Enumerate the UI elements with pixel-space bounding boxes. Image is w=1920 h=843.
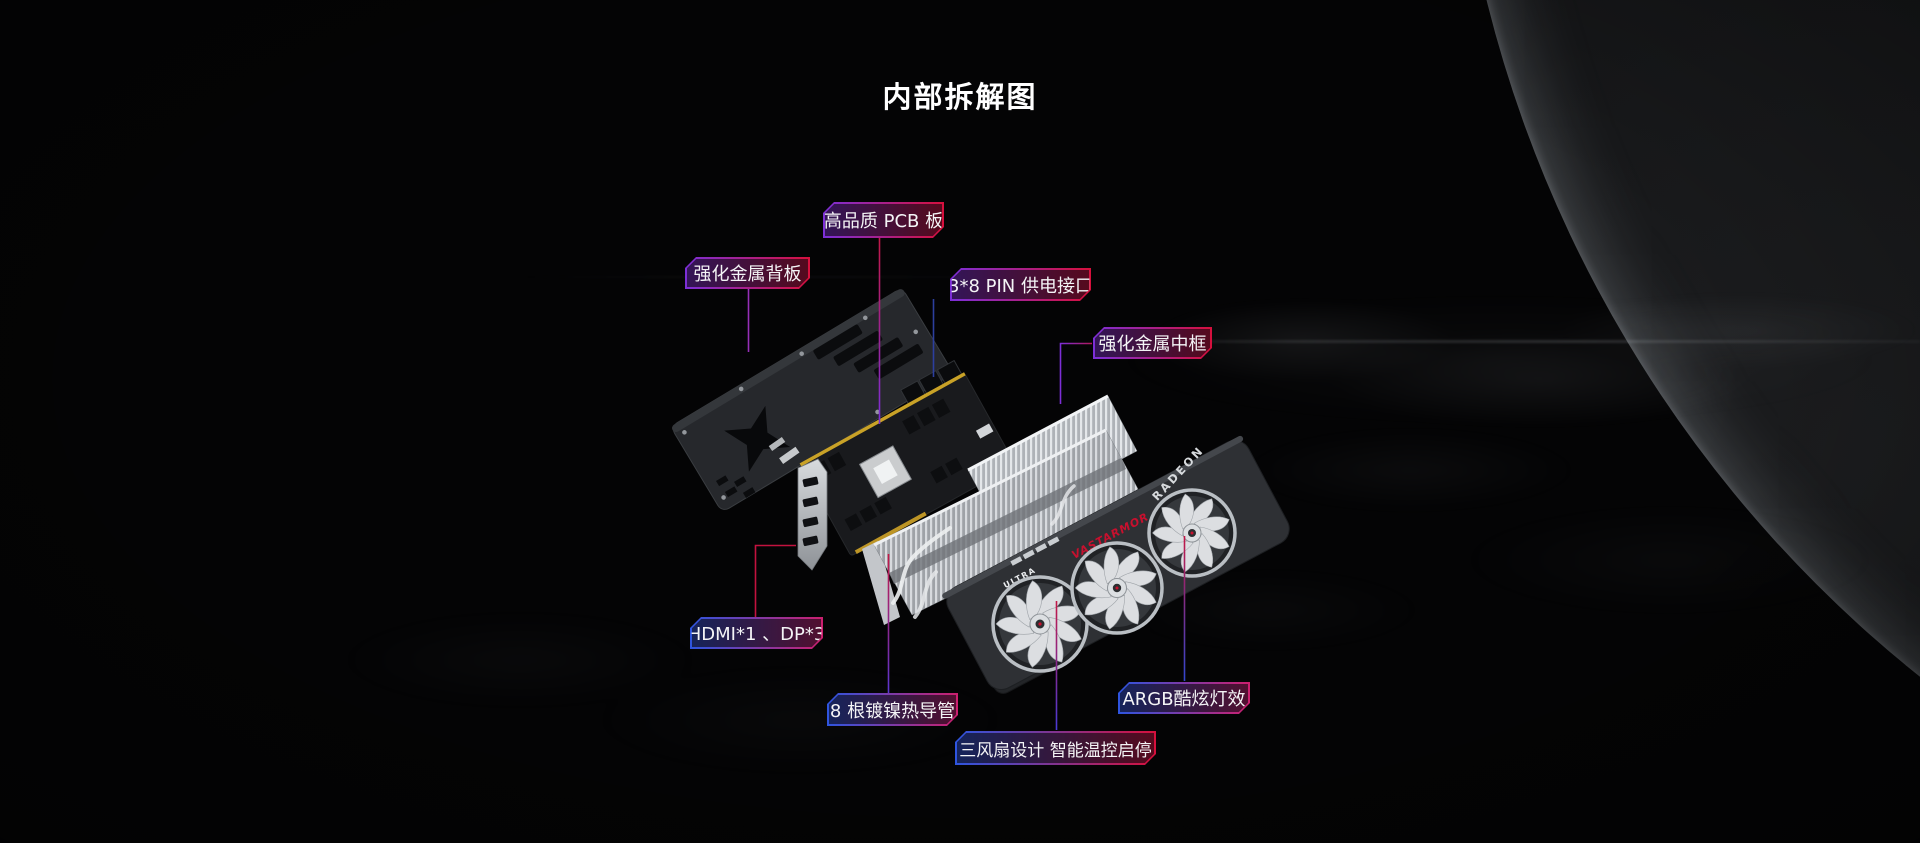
- heat-pipes-graphic: [891, 484, 1076, 619]
- callout-midframe-label: 强化金属中框: [1098, 334, 1207, 355]
- callout-hdmi: HDMI*1 、DP*3: [690, 617, 823, 649]
- callout-heatpipes: 8 根镀镍热导管: [827, 693, 958, 726]
- leader-midframe: [1059, 342, 1092, 404]
- callout-backplate: 强化金属背板: [685, 257, 810, 289]
- leader-hdmi: [754, 544, 796, 617]
- fan-right: [1147, 488, 1237, 578]
- heatsink-graphic: [862, 394, 1145, 625]
- callout-power-pin: 3*8 PIN 供电接口: [950, 268, 1091, 301]
- callout-backplate-label: 强化金属背板: [693, 264, 802, 285]
- leader-lines: [747, 236, 1186, 730]
- callout-hdmi-label: HDMI*1 、DP*3: [687, 624, 826, 645]
- page-title: 内部拆解图: [882, 80, 1038, 114]
- shroud-vents: [1010, 536, 1060, 566]
- callout-fans: 三风扇设计 智能温控启停: [955, 731, 1156, 765]
- callout-argb: ARGB酷炫灯效: [1118, 682, 1250, 714]
- fan-middle: [1070, 541, 1164, 635]
- io-bracket-graphic: [768, 436, 828, 571]
- callout-midframe: 强化金属中框: [1093, 327, 1212, 359]
- callout-pcb-label: 高品质 PCB 板: [823, 211, 944, 232]
- callout-fans-label: 三风扇设计 智能温控启停: [959, 740, 1152, 761]
- fan-shroud-graphic: ULTRA VASTARMOR RADEON: [942, 435, 1290, 694]
- callout-power-pin-label: 3*8 PIN 供电接口: [948, 275, 1093, 297]
- callout-pcb: 高品质 PCB 板: [823, 202, 944, 238]
- callout-argb-label: ARGB酷炫灯效: [1122, 689, 1246, 710]
- fan-left: [991, 575, 1089, 673]
- callout-heatpipes-label: 8 根镀镍热导管: [829, 700, 956, 722]
- backplate-graphic: [672, 289, 951, 510]
